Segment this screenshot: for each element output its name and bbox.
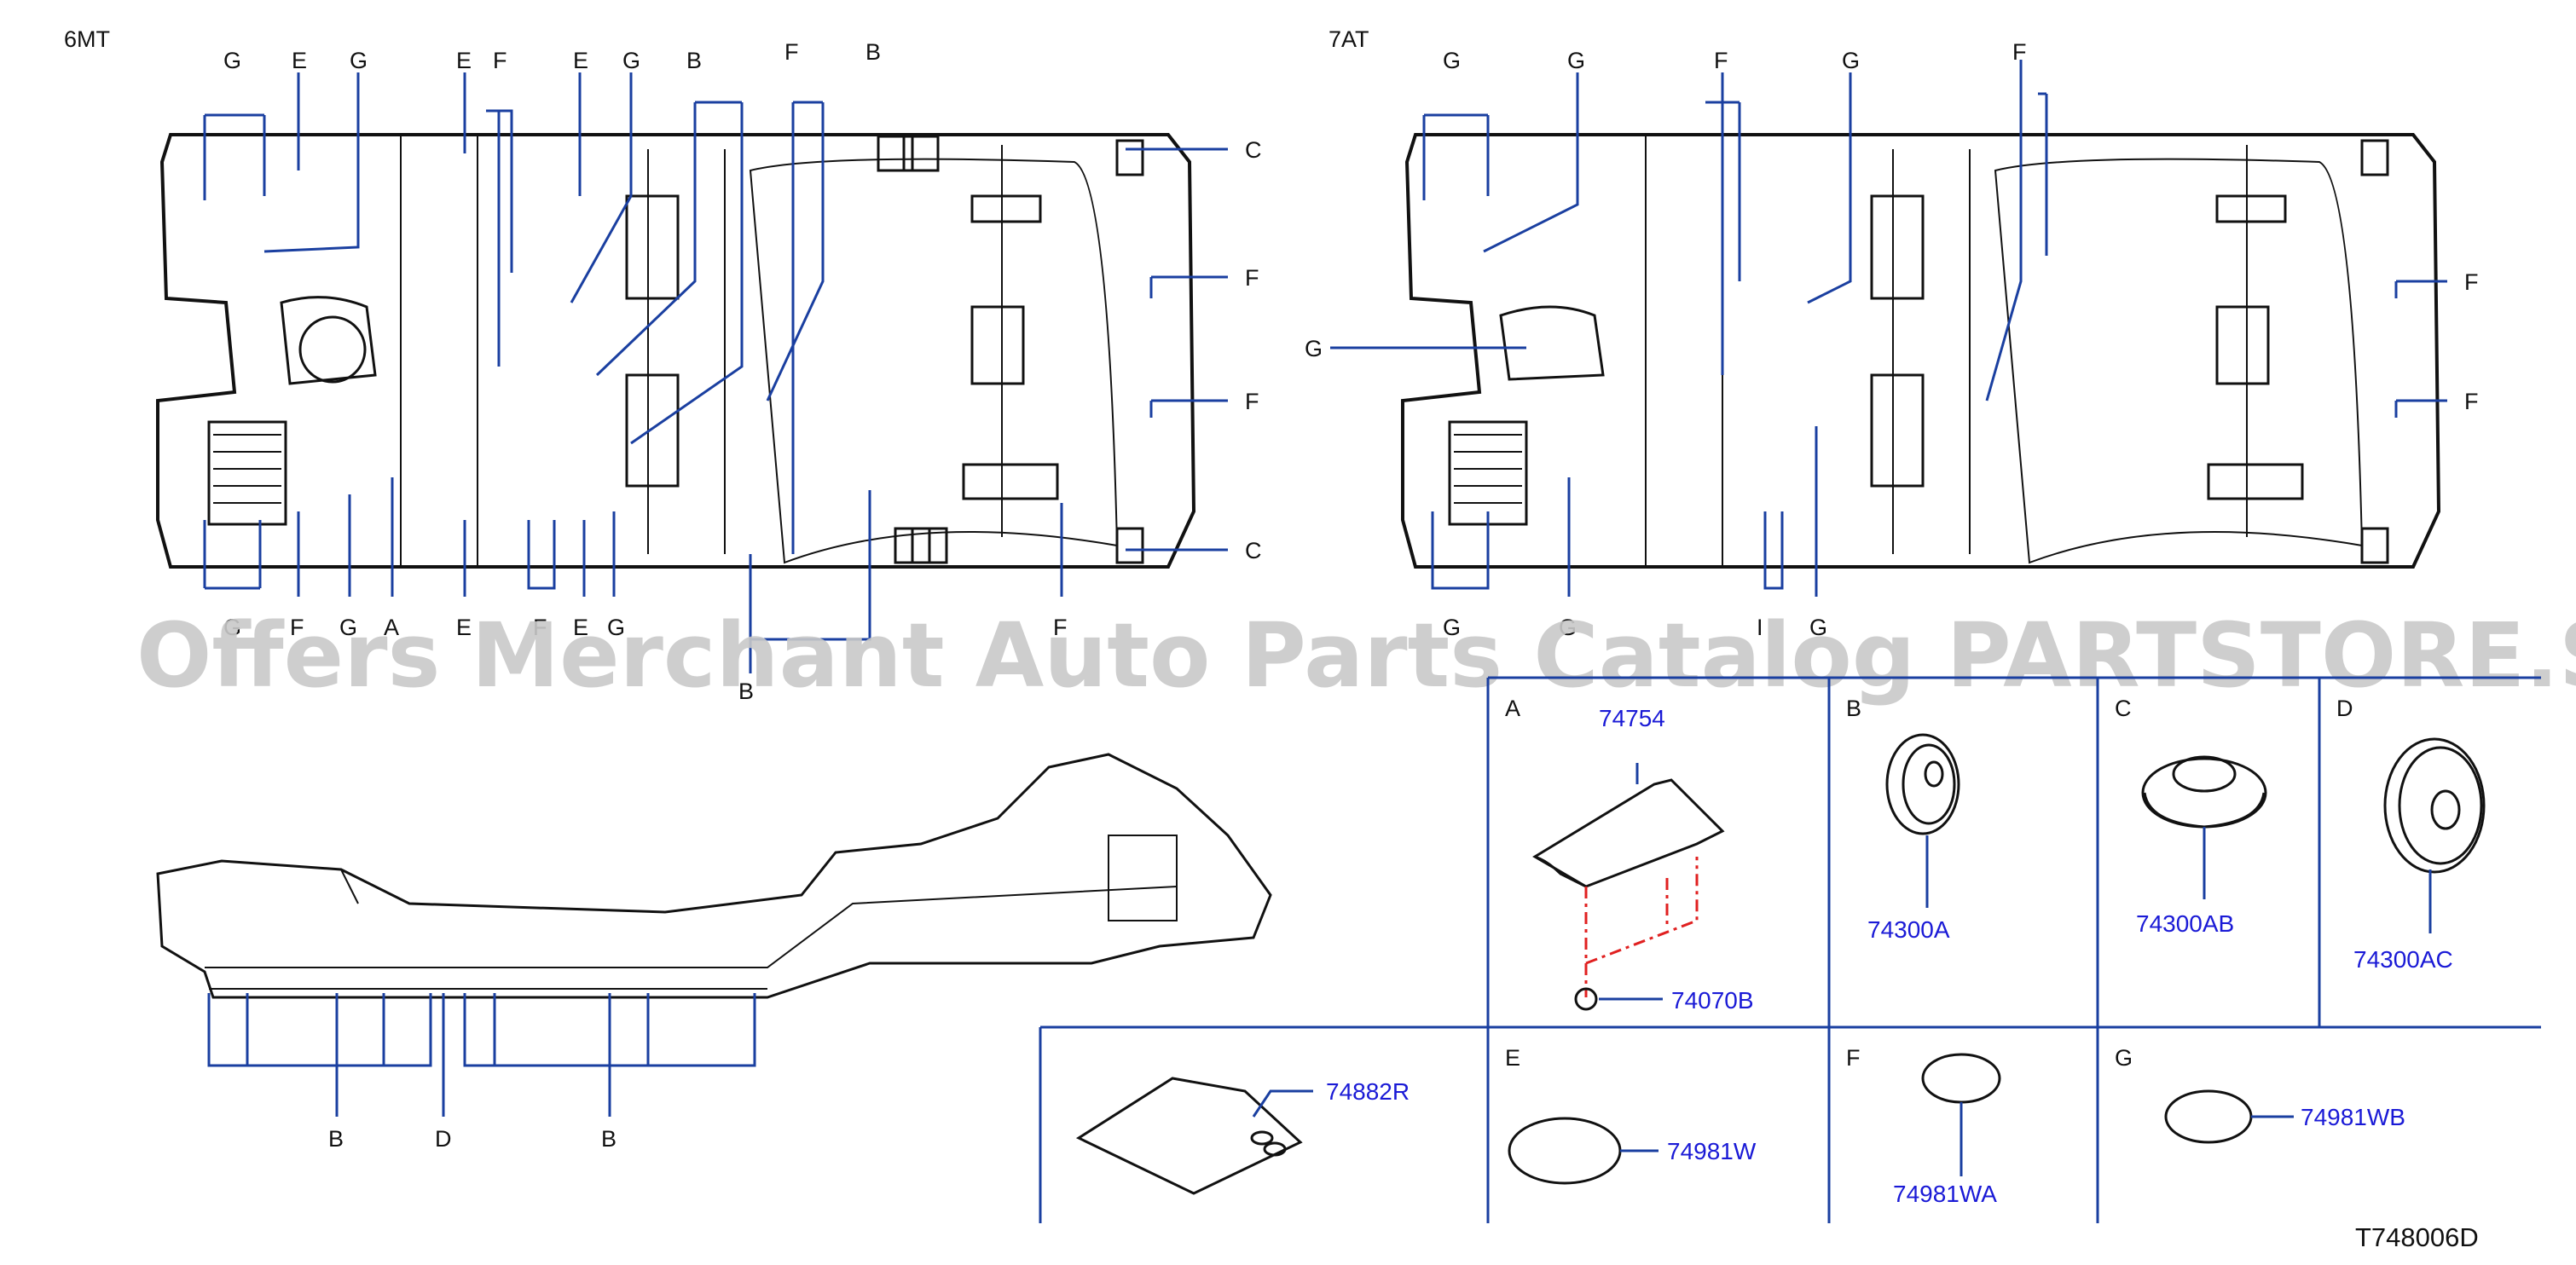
callout: G bbox=[1443, 48, 1461, 73]
callout: E bbox=[456, 48, 472, 73]
callout: G bbox=[350, 48, 368, 73]
callout: G bbox=[1559, 615, 1577, 640]
leaders-7at bbox=[1330, 60, 2447, 597]
part-number-74300ac: 74300AC bbox=[2353, 946, 2453, 973]
cell-letter: B bbox=[1846, 696, 1861, 721]
part-mat bbox=[1075, 1077, 1303, 1195]
callout: F bbox=[493, 48, 507, 73]
cell-letter: F bbox=[1846, 1045, 1861, 1071]
cell-letter: D bbox=[2336, 696, 2353, 721]
callout: G bbox=[339, 615, 357, 640]
callout: E bbox=[573, 48, 588, 73]
cell-letter: C bbox=[2115, 696, 2132, 721]
callout: G bbox=[223, 615, 241, 640]
leaders-6mt bbox=[203, 72, 1228, 673]
part-plug-d bbox=[2383, 737, 2486, 874]
callout: G bbox=[223, 48, 241, 73]
callouts-7at: G G F G F G F F G G I G bbox=[1305, 39, 2479, 640]
diagram-code: T748006D bbox=[2355, 1222, 2479, 1252]
callout: A bbox=[384, 615, 399, 640]
callout: G bbox=[607, 615, 625, 640]
callout: G bbox=[1842, 48, 1860, 73]
callout: F bbox=[1714, 48, 1728, 73]
cell-letters: A B C D E F G bbox=[1505, 696, 2353, 1071]
callout: F bbox=[2464, 389, 2479, 414]
callout: G bbox=[1567, 48, 1585, 73]
callouts-6mt: G E G E F E G B F B C F F C G F G A E F … bbox=[223, 39, 1262, 704]
callout: E bbox=[292, 48, 307, 73]
callout: B bbox=[601, 1126, 617, 1152]
callout: C bbox=[1245, 137, 1262, 163]
floor-plan-6mt bbox=[156, 133, 1196, 569]
part-number-74882r: 74882R bbox=[1326, 1078, 1410, 1105]
part-plug-c bbox=[2141, 755, 2267, 829]
watermark: Offers Merchant Auto Parts Catalog PARTS… bbox=[136, 604, 2576, 708]
callout: B bbox=[686, 48, 702, 73]
callout: F bbox=[1245, 265, 1259, 291]
floor-plan-7at bbox=[1401, 133, 2441, 569]
side-view-chassis bbox=[156, 753, 1272, 999]
callout: F bbox=[1245, 389, 1259, 414]
callout: G bbox=[1443, 615, 1461, 640]
callout: G bbox=[1305, 336, 1323, 361]
part-number-74981wb: 74981WB bbox=[2301, 1104, 2405, 1130]
callout: G bbox=[622, 48, 640, 73]
parts-grid bbox=[1039, 676, 2541, 1223]
part-plug-b bbox=[1885, 733, 1960, 835]
callout: B bbox=[865, 39, 881, 65]
part-number-74754: 74754 bbox=[1599, 705, 1665, 731]
cell-letter: A bbox=[1505, 696, 1520, 721]
heading-7at: 7AT bbox=[1329, 26, 1369, 52]
part-seal-e bbox=[1508, 1117, 1622, 1185]
part-heat-insulator bbox=[1532, 778, 1725, 1011]
callouts-side: B D B bbox=[328, 1126, 617, 1152]
callout: F bbox=[533, 615, 547, 640]
callout: F bbox=[1053, 615, 1068, 640]
callout: E bbox=[456, 615, 472, 640]
part-number-74300ab: 74300AB bbox=[2136, 910, 2234, 937]
cell-letter: G bbox=[2115, 1045, 2133, 1071]
part-number-74300a: 74300A bbox=[1867, 916, 1950, 943]
part-seal-f bbox=[1921, 1053, 2001, 1104]
part-seal-g bbox=[2164, 1089, 2253, 1144]
callout: B bbox=[328, 1126, 344, 1152]
part-number-74981w: 74981W bbox=[1667, 1138, 1757, 1164]
callout: C bbox=[1245, 538, 1262, 563]
leaders-side bbox=[207, 993, 756, 1117]
part-number-74981wa: 74981WA bbox=[1893, 1181, 1997, 1207]
part-number-74070b: 74070B bbox=[1671, 987, 1754, 1014]
callout: G bbox=[1809, 615, 1827, 640]
heading-6mt: 6MT bbox=[64, 26, 110, 52]
callout: F bbox=[290, 615, 304, 640]
callout: F bbox=[784, 39, 799, 65]
callout: F bbox=[2012, 39, 2027, 65]
callout: I bbox=[1757, 615, 1763, 640]
callout: D bbox=[435, 1126, 452, 1152]
callout: E bbox=[573, 615, 588, 640]
leader-mat bbox=[1252, 1089, 1313, 1118]
callout: F bbox=[2464, 269, 2479, 295]
callout: B bbox=[738, 679, 754, 704]
cell-letter: E bbox=[1505, 1045, 1520, 1071]
